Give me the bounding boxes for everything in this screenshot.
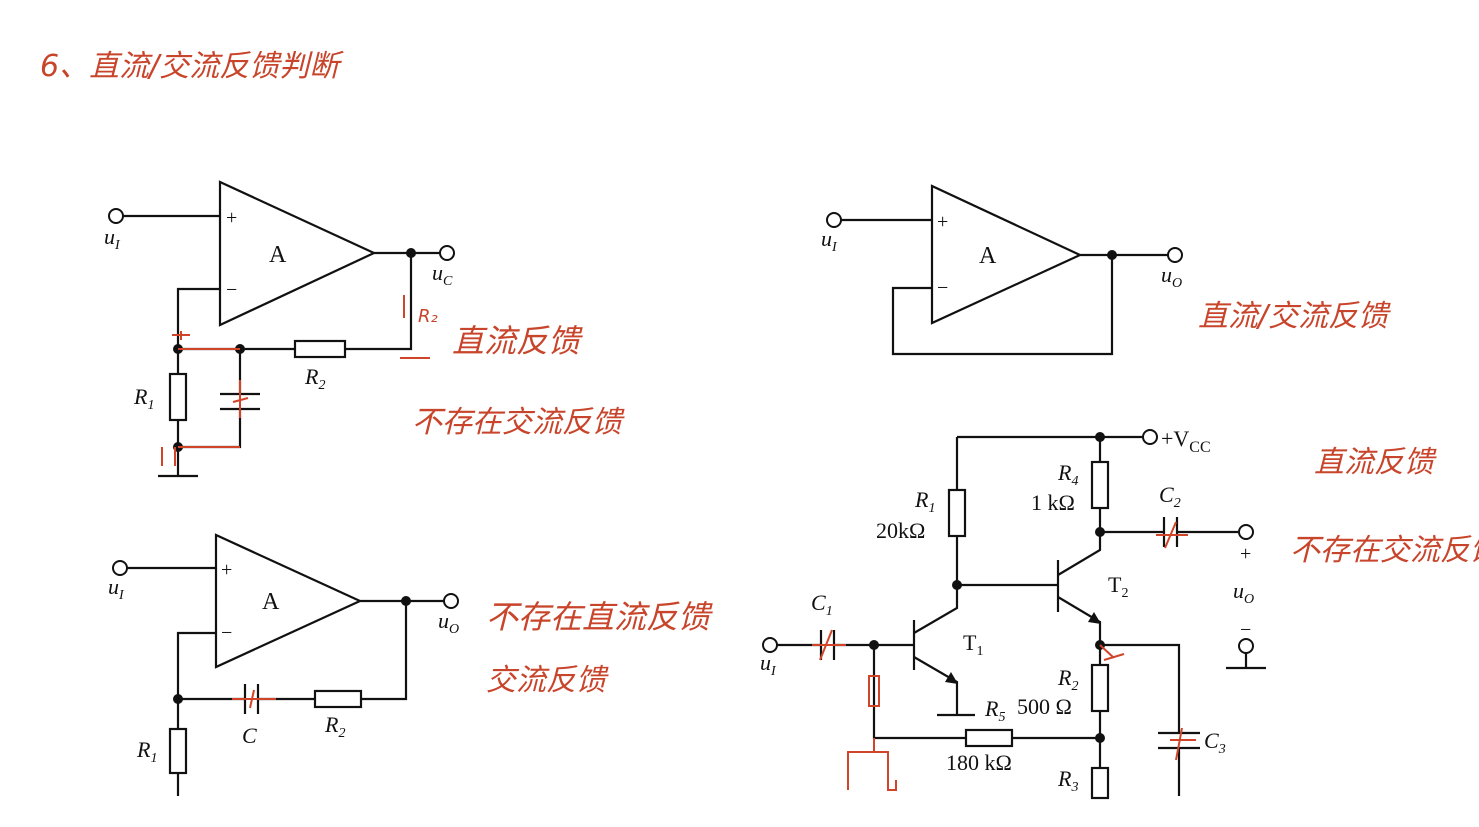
slide-title: 6、直流/交流反馈判断 (40, 49, 344, 84)
r4-label: R4 (1057, 460, 1078, 489)
resistor-r2 (313, 689, 363, 709)
circuit-4: +VCC R1 20kΩ R4 1 kΩ C2 + uO − T2 (760, 426, 1479, 800)
circuit-3: A + − uI uO R2 C R1 不存在直流反馈 交流反馈 (108, 533, 713, 796)
c1-label: C1 (811, 590, 833, 619)
minus-sign: − (226, 279, 237, 301)
r4-value: 1 kΩ (1031, 490, 1075, 515)
output-minus: − (1240, 619, 1251, 641)
plus-sign: + (937, 211, 948, 233)
resistor-r2 (1090, 663, 1110, 713)
note-r2: R₂ (418, 306, 438, 327)
input-terminal (112, 560, 128, 576)
c3-label: C3 (1204, 728, 1226, 757)
r1-label: R1 (133, 384, 154, 413)
minus-sign: − (937, 277, 948, 299)
plus-sign: + (221, 559, 232, 581)
opamp-label: A (269, 242, 287, 268)
output-terminal (443, 593, 459, 609)
resistor-r2 (293, 339, 347, 359)
resistor-r4 (1090, 460, 1110, 510)
output-label: uO (438, 608, 459, 637)
r1-label: R1 (136, 737, 157, 766)
input-terminal (826, 212, 842, 228)
opamp-label: A (262, 589, 280, 615)
output-label: uC (432, 260, 453, 289)
r1-value: 20kΩ (876, 518, 925, 543)
r2-label: R2 (324, 712, 345, 741)
circuit-2: A + − uI uO 直流/交流反馈 (821, 184, 1391, 356)
minus-sign: − (221, 622, 232, 644)
opamp-triangle (218, 180, 377, 327)
note-no-ac-feedback-4: 不存在交流反馈 (1290, 533, 1479, 568)
opamp-label: A (979, 243, 997, 269)
output-plus: + (1240, 543, 1251, 565)
r5-value: 500 Ω (1017, 694, 1072, 719)
vcc-terminal (1142, 429, 1158, 445)
note-no-ac-feedback-1: 不存在交流反馈 (412, 405, 625, 440)
output-label: uO (1233, 578, 1254, 607)
output-ground-terminal (1238, 638, 1254, 654)
note-dc-feedback-4: 直流反馈 (1314, 445, 1437, 480)
r2-label: R2 (1057, 665, 1078, 694)
note-no-dc-feedback: 不存在直流反馈 (486, 598, 713, 636)
r2-label: R2 (304, 364, 325, 393)
output-label: uO (1161, 262, 1182, 291)
resistor-r1 (168, 727, 188, 775)
r3-label: R3 (1057, 766, 1078, 795)
plus-sign: + (226, 207, 237, 229)
input-terminal (108, 208, 124, 224)
r5-label: R5 (984, 696, 1005, 725)
input-label: uI (108, 574, 125, 603)
input-label: uI (760, 650, 777, 679)
output-terminal (1167, 247, 1183, 263)
resistor-r1 (947, 488, 967, 538)
resistor-rf (964, 728, 1014, 748)
r1-label: R1 (914, 487, 935, 516)
t2-label: T2 (1108, 572, 1128, 601)
resistor-r3 (1090, 766, 1110, 800)
vcc-label: +VCC (1161, 426, 1211, 456)
c-label: C (242, 723, 257, 748)
opamp-triangle (930, 184, 1083, 325)
opamp-triangle (214, 533, 363, 669)
capacitor-c2 (1162, 517, 1179, 547)
output-terminal (439, 245, 455, 261)
resistor-r1 (168, 372, 188, 422)
circuit-1: A + − uI uC R2 R1 R₂ 直流反馈 不存在交流反馈 (104, 180, 625, 478)
t1-label: T1 (963, 630, 983, 659)
output-terminal (1238, 524, 1254, 540)
rf-value: 180 kΩ (946, 750, 1012, 775)
note-dc-feedback-1: 直流反馈 (452, 322, 583, 360)
input-label: uI (104, 224, 121, 253)
c2-label: C2 (1159, 482, 1181, 511)
input-label: uI (821, 226, 838, 255)
note-ac-feedback: 交流反馈 (486, 663, 609, 698)
note-dc-ac-feedback: 直流/交流反馈 (1198, 299, 1391, 334)
